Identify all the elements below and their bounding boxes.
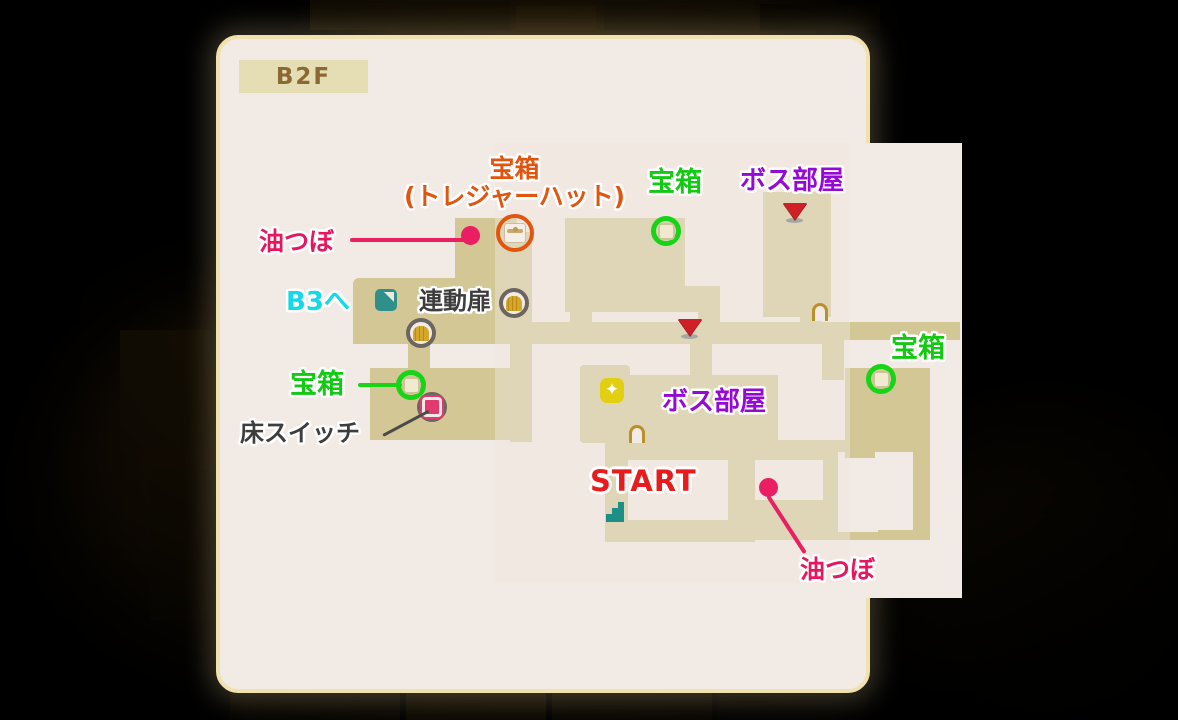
door-glyph bbox=[506, 295, 522, 311]
enemy-marker-base bbox=[786, 218, 803, 223]
treasure-chest-icon[interactable] bbox=[866, 364, 896, 394]
door-glyph bbox=[413, 325, 429, 341]
archway-icon bbox=[812, 303, 828, 321]
annotation-oil-pot-bottom: 油つぼ bbox=[800, 555, 876, 584]
floor-switch-icon[interactable] bbox=[417, 392, 447, 422]
annotation-linked-door: 連動扉 bbox=[419, 287, 491, 315]
sparkle-glyph: ✦ bbox=[604, 380, 620, 400]
boss-room-block bbox=[510, 344, 532, 442]
chest-glyph bbox=[872, 370, 890, 388]
treasure-hat-icon[interactable] bbox=[496, 214, 534, 252]
hat-glyph bbox=[504, 223, 526, 243]
linked-door-icon[interactable] bbox=[499, 288, 529, 318]
sparkle-icon: ✦ bbox=[600, 378, 624, 403]
treasure-chest-icon[interactable] bbox=[651, 216, 681, 246]
linked-door-icon[interactable] bbox=[406, 318, 436, 348]
chest-glyph bbox=[402, 376, 420, 394]
corridor-block bbox=[802, 322, 960, 340]
corridor-block bbox=[698, 300, 720, 344]
enemy-marker-icon bbox=[783, 203, 807, 220]
stair-step bbox=[612, 508, 624, 516]
oil-pot-dot[interactable] bbox=[759, 478, 778, 497]
annotation-boss-room-mid: ボス部屋 bbox=[662, 387, 767, 417]
stairs-icon bbox=[606, 502, 626, 522]
floor-label-text: B2F bbox=[275, 63, 332, 90]
chest-glyph bbox=[657, 222, 675, 240]
annotation-chest-right: 宝箱 bbox=[891, 333, 945, 364]
annotation-floor-switch: 床スイッチ bbox=[240, 419, 360, 447]
corridor-block bbox=[408, 340, 430, 374]
corridor-block bbox=[690, 344, 712, 380]
enemy-marker-icon bbox=[678, 319, 702, 336]
stair-step bbox=[606, 514, 624, 522]
boss-room-block bbox=[628, 375, 778, 443]
corridor-block bbox=[822, 340, 844, 380]
room-block bbox=[605, 520, 755, 542]
stair-step bbox=[618, 502, 624, 510]
enemy-marker-base bbox=[681, 334, 698, 339]
stairs-down-icon[interactable] bbox=[375, 289, 397, 311]
annotation-boss-room-top: ボス部屋 bbox=[740, 166, 845, 196]
room-interior bbox=[875, 452, 913, 530]
annotation-line-1: 宝箱 bbox=[489, 154, 540, 183]
room-interior bbox=[838, 452, 878, 532]
annotation-oil-pot-top: 油つぼ bbox=[259, 227, 335, 256]
map-card bbox=[216, 35, 870, 693]
oil-pot-dot[interactable] bbox=[461, 226, 480, 245]
annotation-treasure-hat: 宝箱 (トレジャーハット) bbox=[404, 155, 625, 211]
archway-icon bbox=[629, 425, 645, 443]
annotation-chest-top: 宝箱 bbox=[648, 167, 702, 198]
annotation-to-b3: B3へ bbox=[286, 287, 350, 317]
floor-label-chip: B2F bbox=[239, 60, 368, 93]
corridor-block bbox=[570, 300, 592, 344]
leader-line-chest-left bbox=[358, 383, 402, 387]
leader-line-oil-top bbox=[350, 238, 468, 242]
room-interior bbox=[628, 460, 728, 520]
annotation-chest-left: 宝箱 bbox=[290, 369, 344, 400]
annotation-line-2: (トレジャーハット) bbox=[404, 182, 626, 211]
annotation-start: START bbox=[590, 464, 697, 498]
